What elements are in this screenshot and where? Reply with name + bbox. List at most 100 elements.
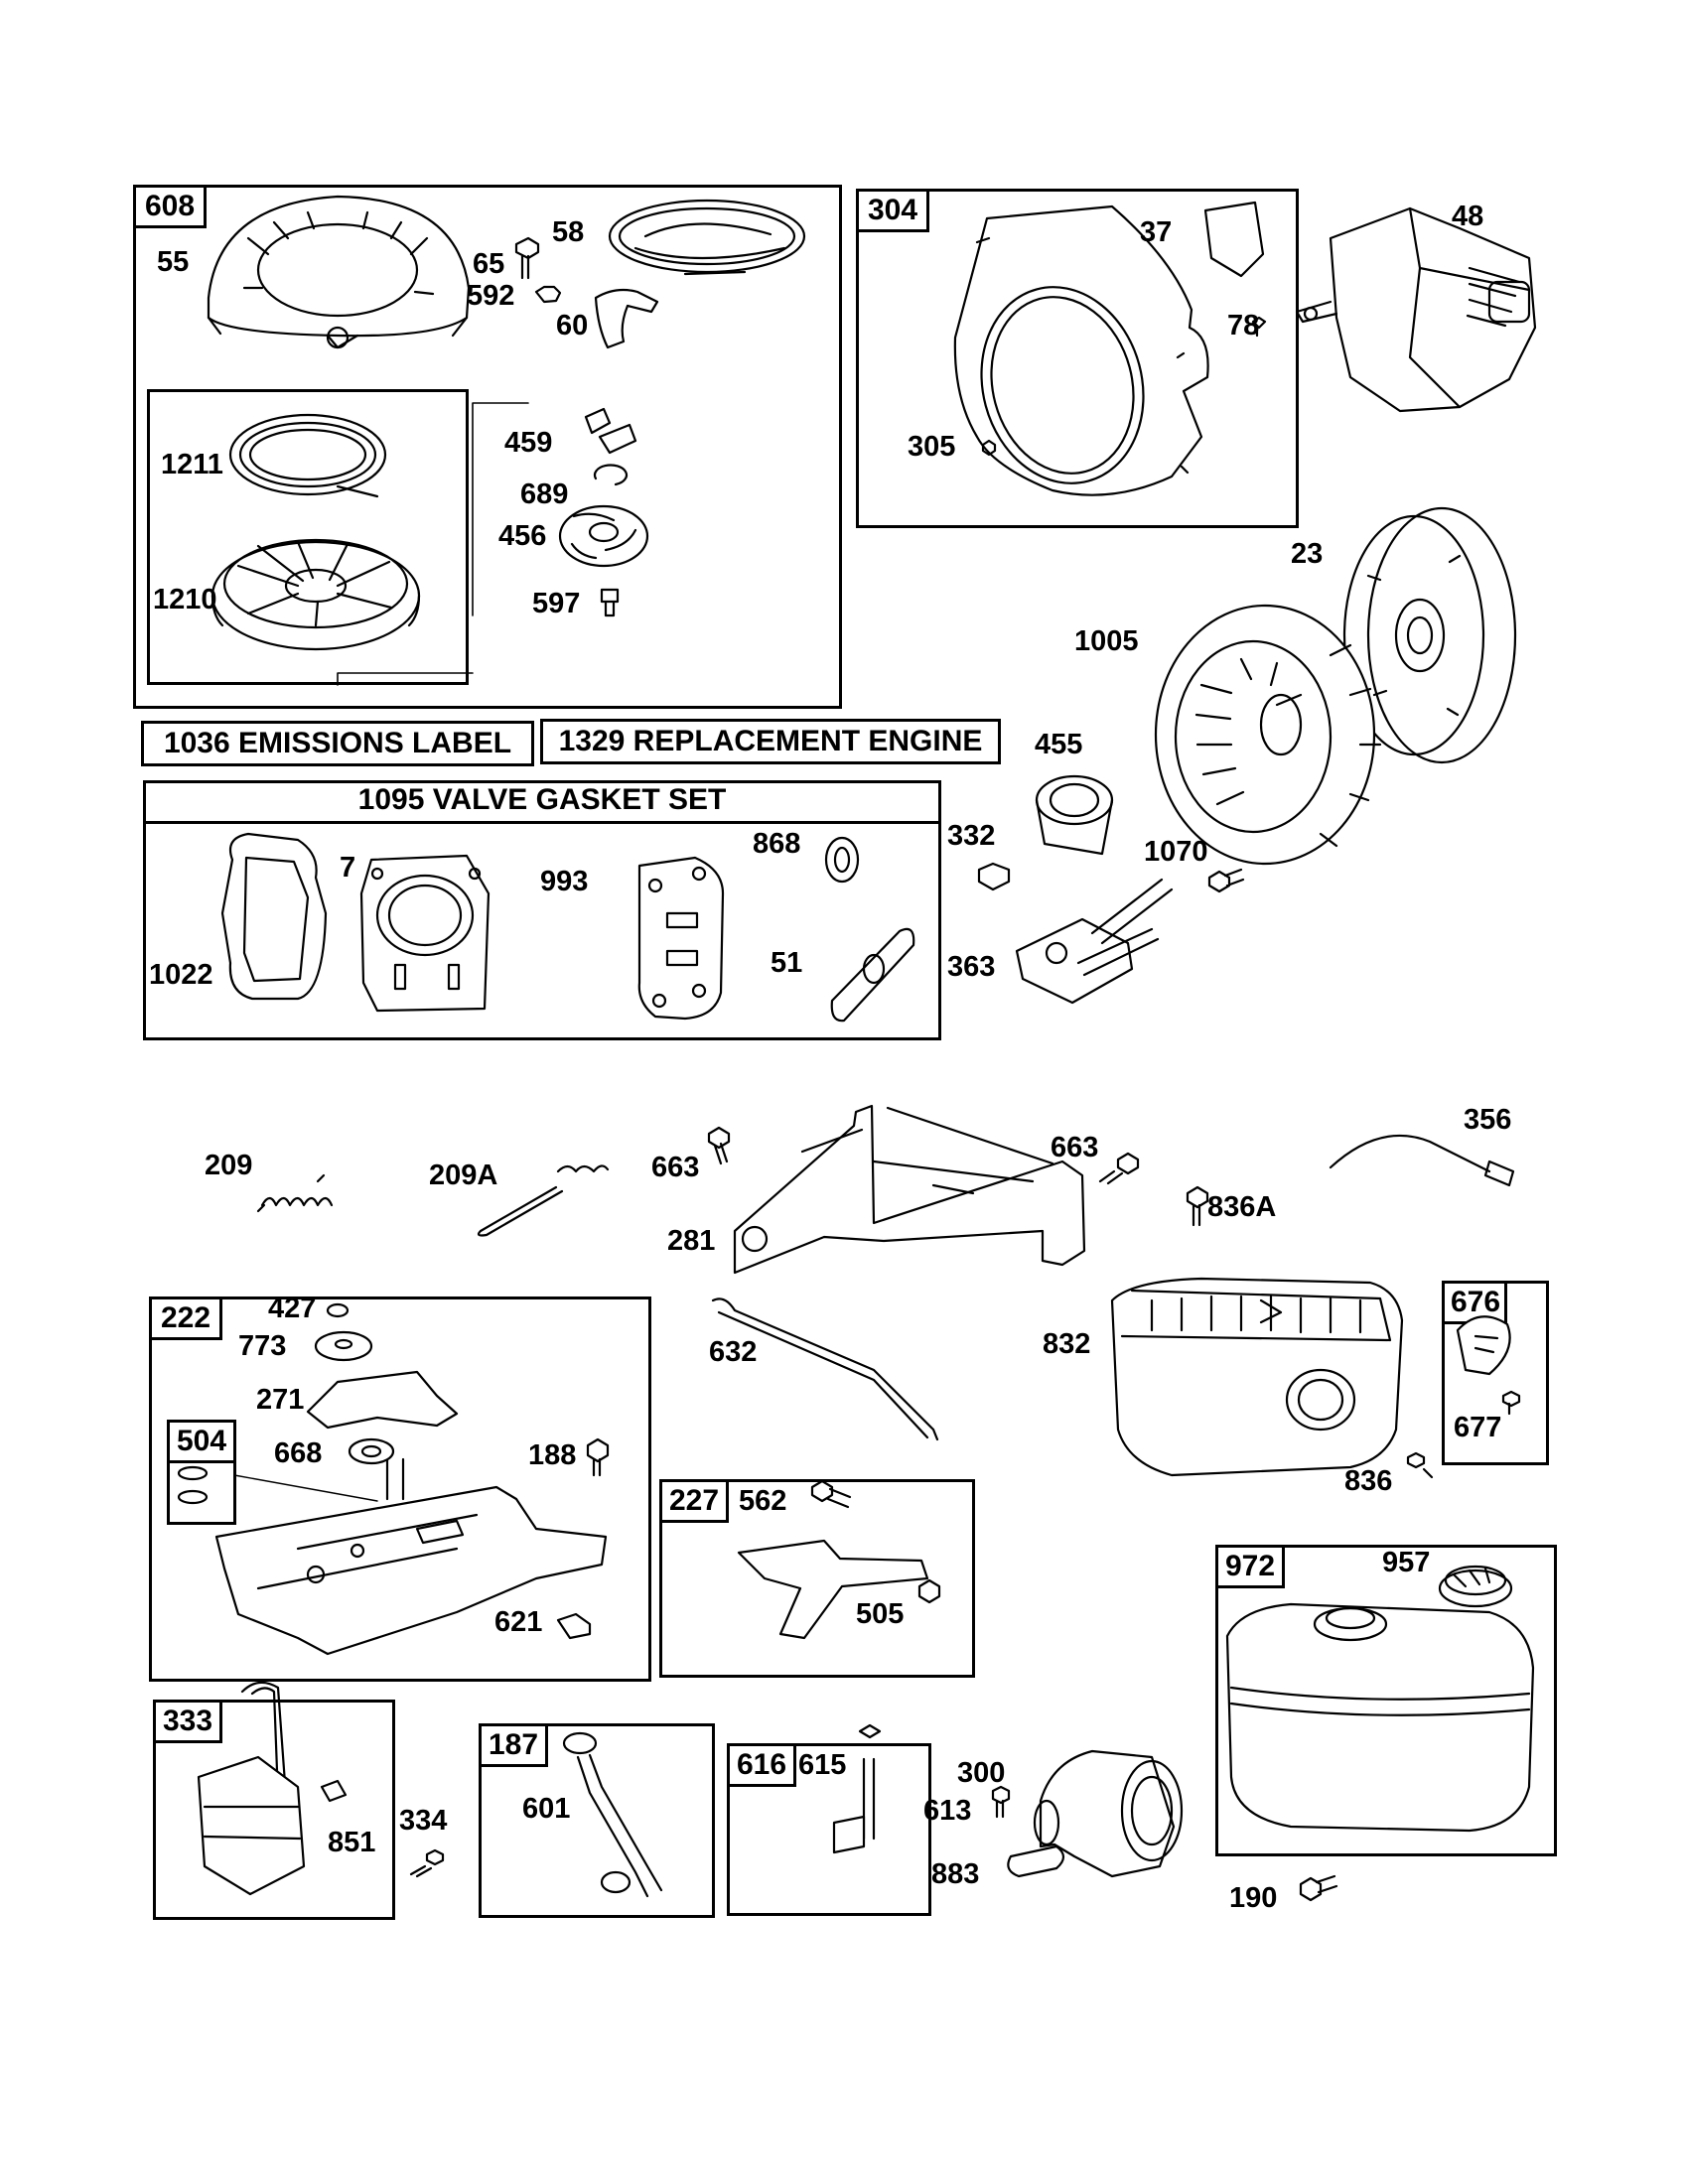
group-label-304: 304 — [856, 189, 929, 232]
callout-1070: 1070 — [1144, 836, 1208, 868]
callout-1005: 1005 — [1074, 625, 1139, 657]
group-label-616: 616 — [727, 1743, 796, 1787]
screw-305-part — [983, 441, 995, 455]
wire-356-part — [1331, 1136, 1513, 1185]
fuel-tank-972-part — [1227, 1604, 1533, 1831]
callout-615: 615 — [798, 1749, 847, 1781]
bracket-363-part — [1017, 880, 1172, 1003]
callout-592: 592 — [467, 280, 515, 312]
link-632-part — [713, 1298, 937, 1439]
recoil-starter-subbox — [147, 389, 469, 685]
baffle-37-part — [1205, 203, 1263, 276]
spring-209A-part — [479, 1165, 608, 1235]
callout-663-right: 663 — [1051, 1132, 1099, 1163]
retainer-456-part — [560, 506, 647, 566]
banner-replacement-engine: 1329 REPLACEMENT ENGINE — [540, 719, 1001, 764]
callout-209A: 209A — [429, 1160, 498, 1191]
gasket-51-part — [832, 929, 913, 1021]
clip-621-part — [558, 1614, 590, 1638]
group-label-187: 187 — [479, 1723, 548, 1767]
callout-456: 456 — [498, 520, 547, 552]
group-label-333: 333 — [153, 1700, 222, 1743]
callout-281: 281 — [667, 1225, 716, 1257]
callout-832: 832 — [1043, 1328, 1091, 1360]
lever-271-part — [308, 1372, 457, 1428]
callout-209: 209 — [205, 1150, 253, 1181]
callout-459: 459 — [504, 427, 553, 459]
screw-562-part — [812, 1481, 850, 1507]
callout-1210: 1210 — [153, 584, 217, 615]
callout-883: 883 — [931, 1858, 980, 1890]
callout-836: 836 — [1344, 1465, 1393, 1497]
valve-gasket-box — [143, 780, 941, 1040]
group-box-616 — [727, 1743, 931, 1916]
callout-300: 300 — [957, 1757, 1006, 1789]
callout-621: 621 — [494, 1606, 543, 1638]
screw-188-part — [588, 1439, 608, 1475]
callout-305: 305 — [908, 431, 956, 463]
screw-190-part — [1301, 1876, 1336, 1900]
screw-1070-part — [1209, 870, 1243, 891]
recoil-spring-part — [230, 415, 385, 496]
callout-7: 7 — [340, 852, 356, 884]
callout-51: 51 — [771, 947, 803, 979]
bracket-281-part — [735, 1106, 1084, 1273]
nut-332-part — [979, 864, 1009, 889]
group-label-504: 504 — [167, 1420, 236, 1463]
nut-592-part — [536, 287, 560, 302]
seal-668-part — [350, 1439, 393, 1463]
callout-993: 993 — [540, 866, 589, 897]
lever-227-part — [739, 1541, 927, 1638]
screw-663-left-part — [709, 1128, 729, 1163]
callout-190: 190 — [1229, 1882, 1278, 1914]
group-box-222 — [149, 1297, 651, 1682]
dipstick-616-part — [834, 1725, 880, 1852]
gasket-993-part — [639, 858, 723, 1019]
leader-bracket — [338, 403, 528, 685]
callout-773: 773 — [238, 1330, 287, 1362]
callout-836A: 836A — [1207, 1191, 1277, 1223]
callout-597: 597 — [532, 588, 581, 619]
screw-78-part — [1253, 318, 1265, 336]
screw-613-part — [993, 1787, 1009, 1817]
callout-363: 363 — [947, 951, 996, 983]
rope-handle-part — [596, 290, 657, 347]
group-box-187 — [479, 1723, 715, 1918]
callout-332: 332 — [947, 820, 996, 852]
callout-427: 427 — [268, 1293, 317, 1324]
flywheel-23-part — [1344, 508, 1515, 762]
callout-957: 957 — [1382, 1547, 1431, 1578]
callout-78: 78 — [1227, 310, 1260, 341]
airfilter-base-832-part — [1112, 1279, 1402, 1475]
callout-632: 632 — [709, 1336, 758, 1368]
callout-48: 48 — [1452, 201, 1484, 232]
callout-55: 55 — [157, 246, 190, 278]
starter-rope-part — [610, 201, 804, 274]
cup-455-part — [1037, 776, 1112, 854]
retainer-689-part — [595, 466, 627, 484]
group-box-304 — [856, 189, 1299, 528]
washers-504-part — [179, 1467, 207, 1503]
callout-65: 65 — [473, 248, 505, 280]
group-box-972 — [1215, 1545, 1557, 1856]
screw-836-part — [1408, 1453, 1432, 1477]
callout-455: 455 — [1035, 729, 1083, 760]
starter-pulley-part — [212, 540, 419, 649]
seal-868-part — [826, 838, 858, 882]
gear-773-part — [316, 1332, 371, 1360]
callout-601: 601 — [522, 1793, 571, 1825]
callout-334: 334 — [399, 1805, 448, 1837]
base-plate-222-part — [216, 1459, 606, 1654]
gasket-7-part — [361, 856, 489, 1011]
short-block-48-part — [1297, 208, 1535, 411]
callout-851: 851 — [328, 1827, 376, 1858]
spring-209-part — [258, 1175, 332, 1211]
vent-cover-676-part — [1458, 1316, 1510, 1374]
armature-333-part — [199, 1683, 346, 1894]
banner-emissions-label: 1036 EMISSIONS LABEL — [141, 721, 534, 766]
callout-663-left: 663 — [651, 1152, 700, 1183]
callout-271: 271 — [256, 1384, 305, 1416]
screw-597-part — [602, 590, 618, 615]
